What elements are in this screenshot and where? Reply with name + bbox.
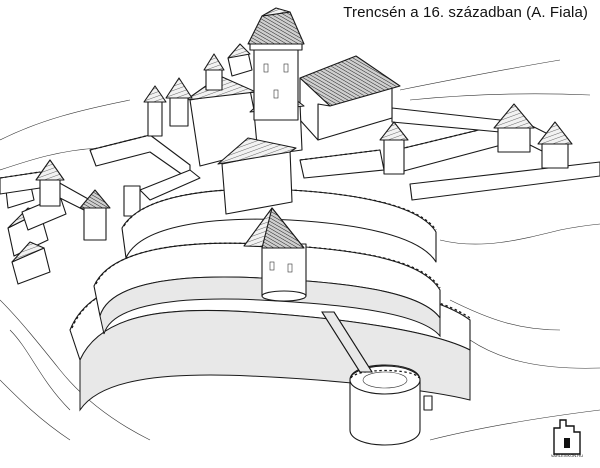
terrain-lines [0,59,600,441]
right-outer-wall [391,103,600,201]
round-bastion-tower [243,207,307,302]
outer-bastion-rings [69,188,471,412]
main-keep-tower [247,7,305,121]
image-caption: Trencsén a 16. században (A. Fiala) [343,4,588,21]
bottom-round-bastion [321,311,433,446]
varlexikon-castle-logo: VARLEXIKON.HU [551,419,583,458]
logo-text: VARLEXIKON.HU [551,453,583,458]
left-gate-towers [35,159,141,241]
